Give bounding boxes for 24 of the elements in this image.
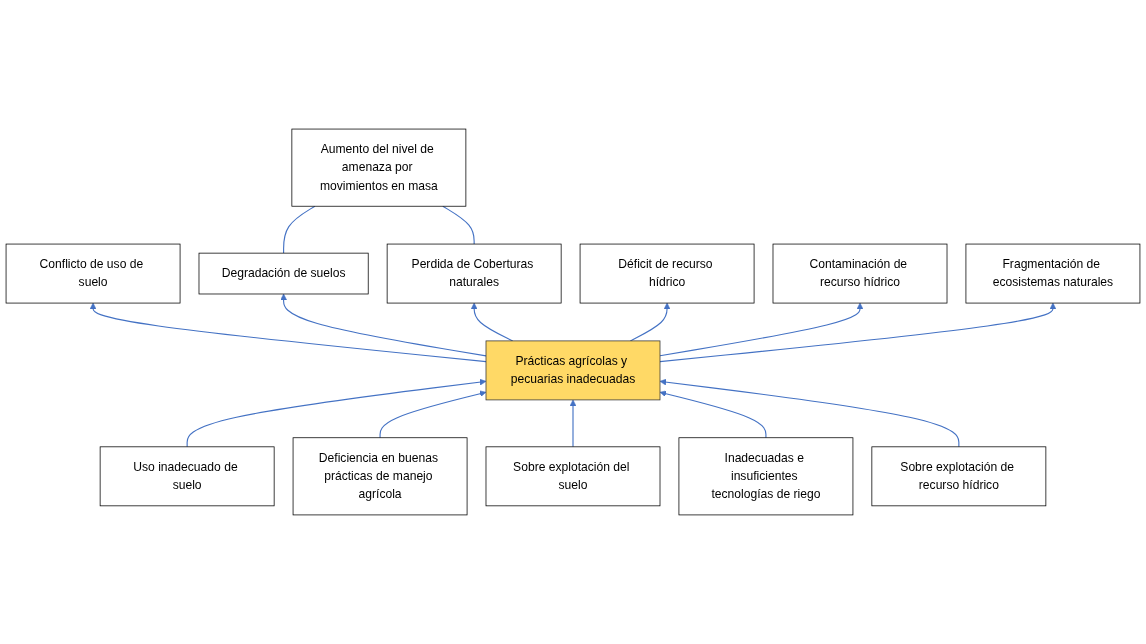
- arrow: [659, 302, 864, 357]
- node-box: Prácticas agrícolas y pecuarias inadecuadas: [485, 340, 661, 401]
- node-box: Deficiencia en buenas prácticas de manejo agrícola: [292, 437, 468, 516]
- node-box: Déficit de recurso hídrico: [579, 243, 755, 304]
- node-box: Degradación de suelos: [198, 252, 369, 295]
- connector: [442, 205, 475, 245]
- node-box: Perdida de Coberturas naturales: [386, 243, 562, 304]
- node-box: Sobre explotación del suelo: [485, 446, 661, 507]
- node-box: Aumento del nivel de amenaza por movimientos en masa: [291, 128, 467, 207]
- arrow: [659, 390, 767, 439]
- node-box: Uso inadecuado de suelo: [99, 446, 275, 507]
- node-box: Fragmentación de ecosistemas naturales: [965, 243, 1141, 304]
- arrow: [280, 293, 487, 357]
- arrow: [659, 378, 960, 448]
- arrow: [89, 302, 487, 363]
- node-box: Sobre explotación de recurso hídrico: [871, 446, 1047, 507]
- arrow: [379, 390, 487, 439]
- node-box: Contaminación de recurso hídrico: [772, 243, 948, 304]
- connector: [283, 205, 316, 254]
- node-box: Inadecuadas e insuficientes tecnologías de riego: [678, 437, 854, 516]
- arrow: [186, 378, 487, 448]
- arrow: [569, 399, 577, 448]
- node-box: Conflicto de uso de suelo: [5, 243, 181, 304]
- arrow: [659, 302, 1057, 363]
